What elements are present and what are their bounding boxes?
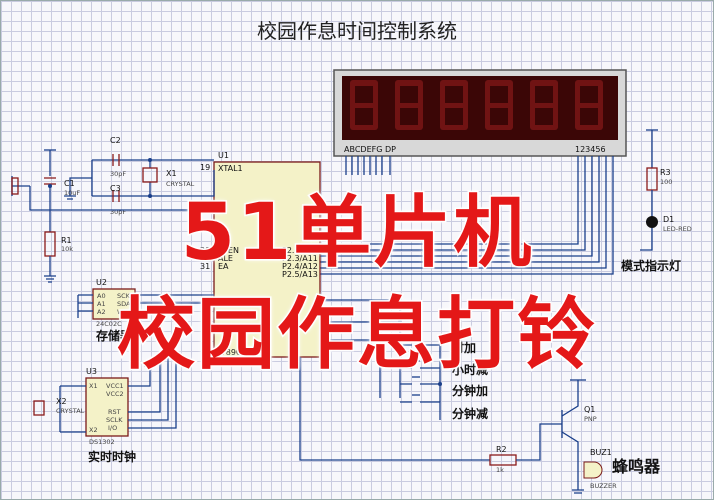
cap-c2-value: 30pF bbox=[110, 170, 126, 178]
crystal-x1-part: CRYSTAL bbox=[166, 180, 195, 188]
mcu-u1: U1 19 XTAL1 29 30 31 PSEN ALE EA P2.2/A1… bbox=[200, 151, 321, 358]
led-d1-part: LED-RED bbox=[663, 225, 692, 233]
rtc-pin-io: I/O bbox=[108, 424, 117, 432]
transistor-part: PNP bbox=[584, 415, 597, 423]
eeprom-pin-wp: WP bbox=[117, 308, 127, 316]
rtc-pin-rst: RST bbox=[108, 408, 121, 416]
rtc-u3: U3 X1 X2 VCC1 VCC2 RST SCLK I/O DS1302 实… bbox=[33, 357, 177, 464]
rtc-ref: U3 bbox=[86, 367, 97, 376]
rtc-part: DS1302 bbox=[89, 438, 115, 446]
rtc-pin-x1: X1 bbox=[89, 382, 98, 390]
buzzer-label: 蜂鸣器 bbox=[612, 457, 661, 476]
mcu-pin-29: 29 bbox=[200, 246, 210, 255]
mcu-ale: ALE bbox=[218, 254, 233, 263]
res-r3-value: 100 bbox=[660, 178, 672, 186]
button-label-minute-up: 分钟加 bbox=[452, 383, 488, 398]
mcu-port-p23: P2.3/A11 bbox=[282, 254, 318, 263]
cap-c2-ref: C2 bbox=[110, 136, 121, 145]
mcu-part: AT89C51 bbox=[216, 348, 252, 357]
cap-c1-value: 10uF bbox=[64, 189, 80, 197]
mcu-pin-19: 19 bbox=[200, 163, 210, 172]
eeprom-pin-a0: A0 bbox=[97, 292, 106, 300]
mcu-psen: PSEN bbox=[218, 246, 239, 255]
mode-indicator-led: R3 100 D1 LED-RED 模式指示灯 bbox=[621, 129, 692, 273]
transistor-ref: Q1 bbox=[584, 405, 595, 414]
button-label-minute-down: 分钟减 bbox=[452, 406, 488, 421]
cap-c3-value: 30pF bbox=[110, 208, 126, 216]
eeprom-label: 存储器 bbox=[95, 328, 133, 343]
overlay-title-line1: 51单片机 bbox=[179, 187, 534, 280]
rtc-pin-vcc2: VCC2 bbox=[106, 390, 124, 398]
mcu-ea: EA bbox=[218, 262, 229, 271]
reset-circuit: C1 10uF R1 10k bbox=[11, 149, 214, 283]
res-r1-value: 10k bbox=[61, 245, 73, 253]
eeprom-u2: U2 A0 A1 A2 SCK SDA WP 24C02C 存储器 bbox=[77, 278, 214, 343]
mcu-port-p22: P2.2/A10 bbox=[282, 246, 318, 255]
rtc-pin-sclk: SCLK bbox=[106, 416, 123, 424]
mcu-port-p25: P2.5/A13 bbox=[282, 270, 318, 279]
res-r2-ref: R2 bbox=[496, 445, 507, 454]
display-wires bbox=[320, 156, 614, 275]
rtc-pin-x2: X2 bbox=[89, 426, 98, 434]
button-label-hour-down: 小时减 bbox=[452, 362, 488, 377]
seven-segment-display: ABCDEFG DP 123456 bbox=[333, 69, 627, 157]
mode-indicator-label: 模式指示灯 bbox=[621, 258, 681, 273]
crystal-x2-part: CRYSTAL bbox=[56, 407, 85, 415]
crystal-x1-ref: X1 bbox=[166, 169, 177, 178]
rtc-label: 实时时钟 bbox=[88, 449, 136, 464]
button-group: 时加 小时减 分钟加 分钟减 bbox=[320, 299, 488, 421]
display-pins-left: ABCDEFG DP bbox=[344, 145, 396, 154]
eeprom-part: 24C02C bbox=[96, 320, 122, 328]
eeprom-ref: U2 bbox=[96, 278, 107, 287]
mcu-pin-31: 31 bbox=[200, 262, 210, 271]
eeprom-pin-sck: SCK bbox=[117, 292, 131, 300]
eeprom-pin-a2: A2 bbox=[97, 308, 106, 316]
eeprom-pin-a1: A1 bbox=[97, 300, 106, 308]
led-d1-ref: D1 bbox=[663, 215, 674, 224]
mcu-pin-30: 30 bbox=[200, 254, 210, 263]
buzzer-ref: BUZ1 bbox=[590, 448, 612, 457]
buzzer-part: BUZZER bbox=[590, 482, 617, 490]
eeprom-pin-sda: SDA bbox=[117, 300, 131, 308]
mcu-ref: U1 bbox=[218, 151, 229, 160]
rtc-pin-vcc1: VCC1 bbox=[106, 382, 124, 390]
overlay-title-line2: 校园作息打铃 bbox=[115, 289, 597, 382]
cap-c1-ref: C1 bbox=[64, 179, 75, 188]
res-r2-value: 1k bbox=[496, 466, 504, 474]
crystal-x2-ref: X2 bbox=[56, 397, 67, 406]
mcu-xtal1: XTAL1 bbox=[218, 164, 243, 173]
mcu-port-p24: P2.4/A12 bbox=[282, 262, 318, 271]
button-label-hour-up: 时加 bbox=[452, 340, 476, 355]
buzzer-driver: R2 1k Q1 PNP BUZ1 BUZZER 蜂鸣器 bbox=[299, 357, 661, 494]
cap-c3-ref: C3 bbox=[110, 184, 121, 193]
res-r3-ref: R3 bbox=[660, 168, 671, 177]
display-pins-right: 123456 bbox=[575, 145, 606, 154]
schematic-title: 校园作息时间控制系统 bbox=[257, 19, 457, 43]
res-r1-ref: R1 bbox=[61, 236, 72, 245]
